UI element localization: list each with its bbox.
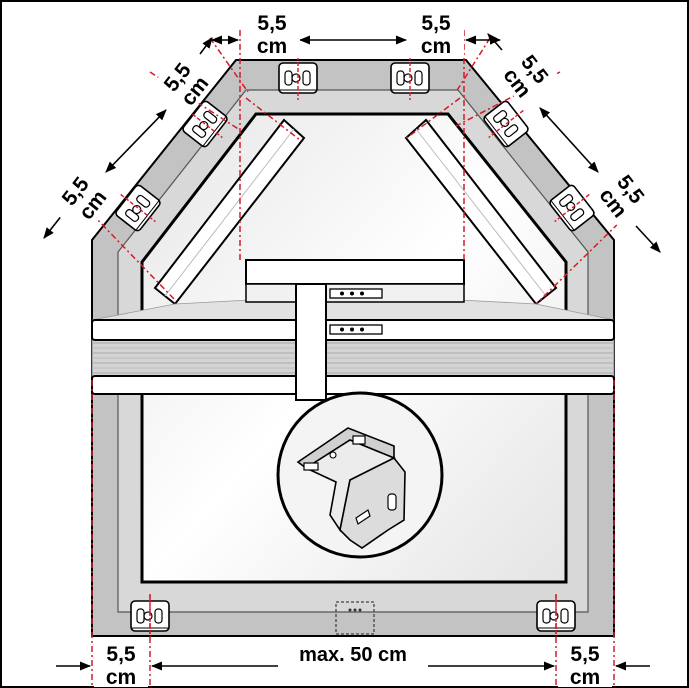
left-slant-rail: [153, 118, 306, 306]
headrail-box: [245, 259, 465, 401]
label-bottom-right: 5,5 cm: [558, 640, 612, 688]
bottom-rail: [91, 375, 615, 395]
label-bottom-left-value: 5,5: [106, 643, 136, 666]
bracket-icon: [390, 56, 430, 100]
label-top-right: 5,5 cm: [408, 8, 464, 58]
label-slant-left-upper: 5,5 cm: [147, 44, 222, 122]
label-bottom-right-value: 5,5: [570, 643, 600, 666]
pleated-blind: [91, 299, 615, 381]
bracket-icon: [278, 56, 318, 100]
label-top-left: 5,5 cm: [244, 8, 300, 58]
label-bottom-left: 5,5 cm: [94, 640, 148, 688]
bracket-icon: [130, 594, 170, 638]
bottom-center-bracket: [335, 601, 375, 635]
label-bottom-span: max. 50 cm: [299, 644, 407, 666]
bracket-icon: [536, 594, 576, 638]
label-bottom-right-unit: cm: [570, 666, 600, 688]
bracket-group: [115, 56, 595, 638]
bracket-icon: [483, 100, 529, 148]
right-slant-rail: [404, 118, 558, 306]
bracket-icon: [182, 100, 228, 148]
label-top-right-value: 5,5: [421, 12, 451, 35]
bracket-icon: [549, 184, 595, 232]
bracket-icon: [115, 184, 161, 232]
dimension-lines: [43, 33, 661, 671]
label-top-right-unit: cm: [421, 35, 451, 58]
clip-detail-icon: [276, 391, 444, 559]
label-top-left-unit: cm: [257, 35, 287, 58]
label-bottom-left-unit: cm: [106, 666, 136, 688]
label-top-left-value: 5,5: [257, 12, 287, 35]
